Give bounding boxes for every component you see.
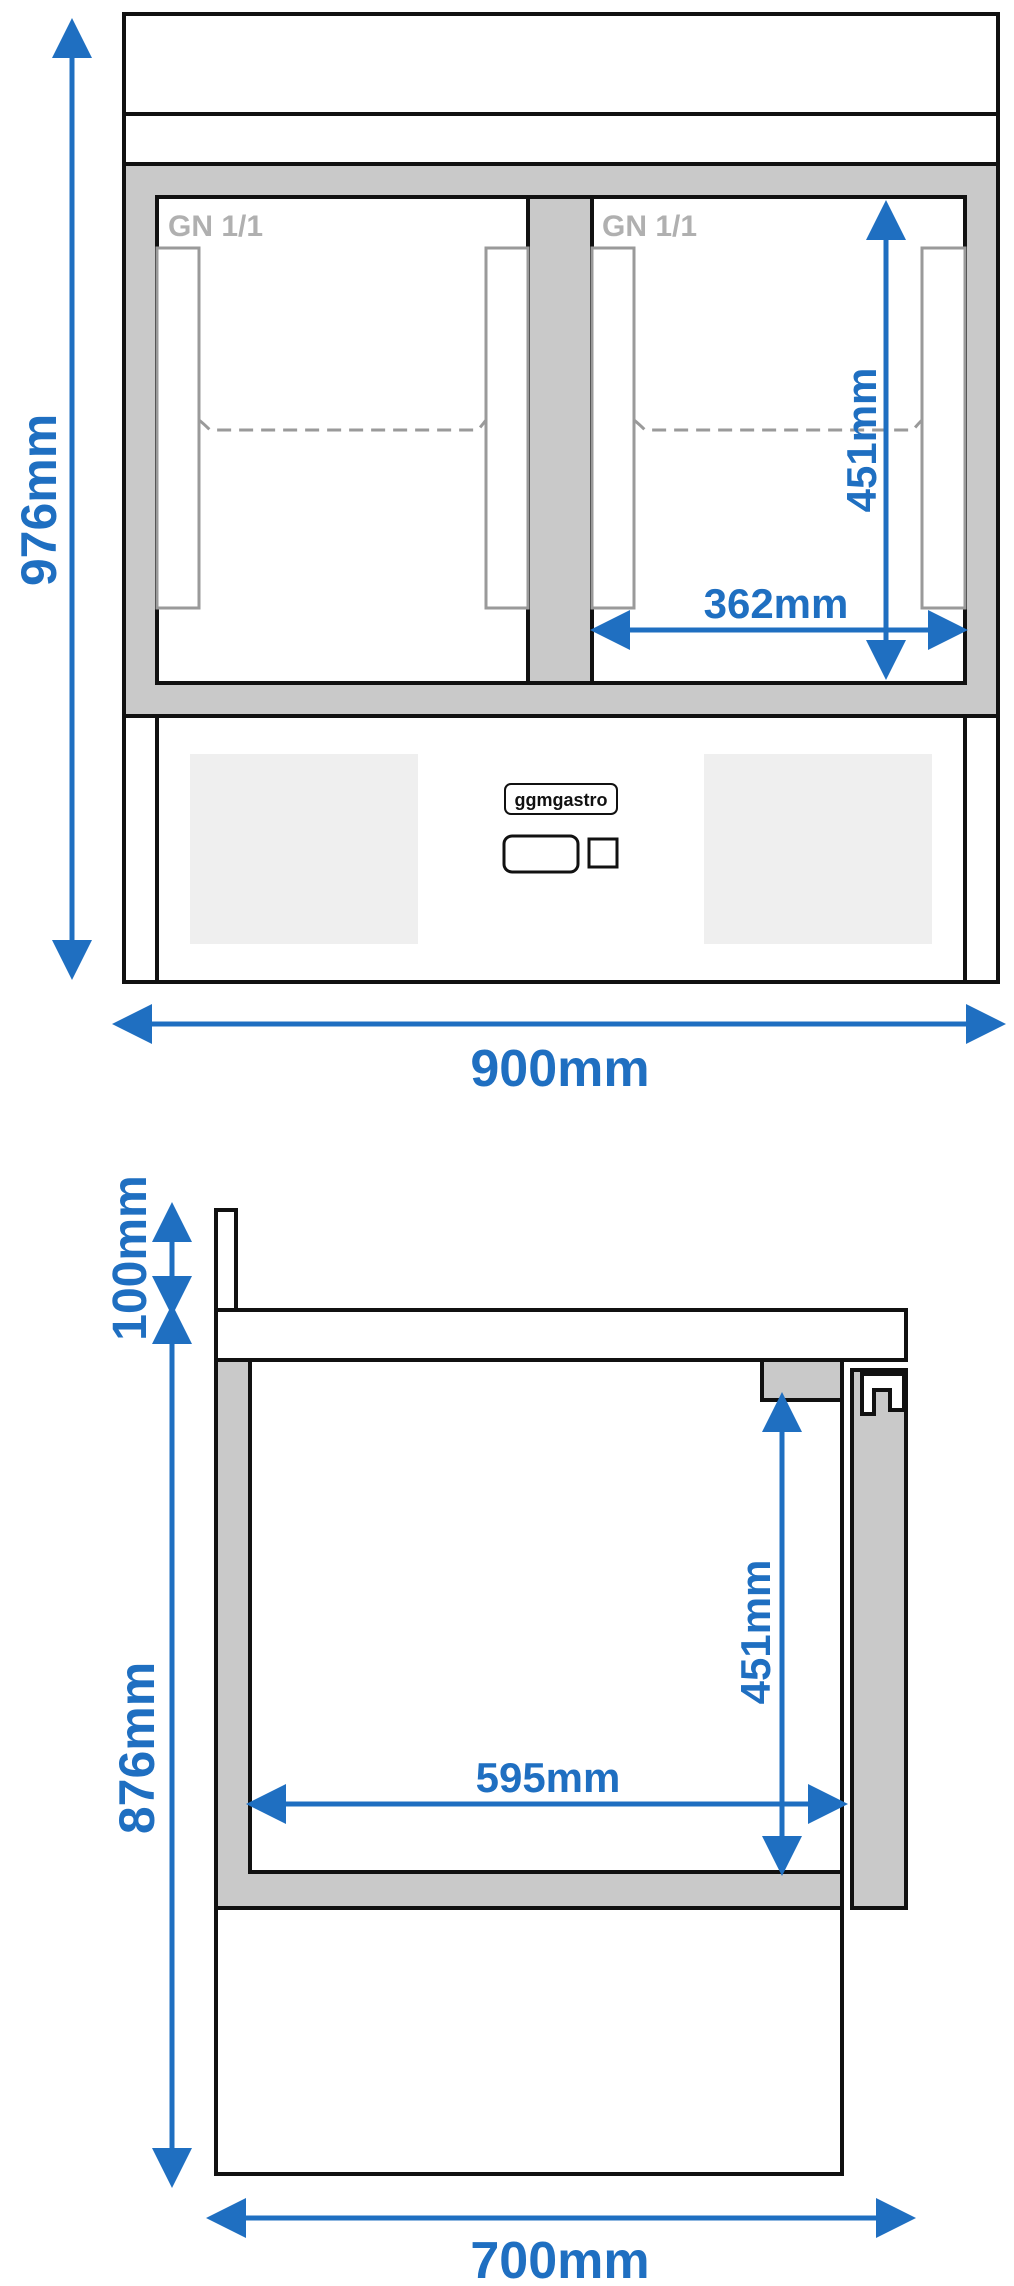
dim-label-side-depth: 700mm <box>470 2232 649 2286</box>
dim-label-front-height: 976mm <box>11 414 67 586</box>
dim-label-side-body-height: 876mm <box>109 1662 165 1834</box>
dim-label-front-inner-height: 451mm <box>838 368 885 513</box>
side-base <box>214 1906 844 2176</box>
dim-label-front-inner-width: 362mm <box>704 580 849 627</box>
rail-left-1 <box>155 246 201 610</box>
base-panel-left <box>190 754 418 944</box>
control-button <box>587 837 619 869</box>
gn-label-left: GN 1/1 <box>168 210 263 243</box>
front-view: GN 1/1 GN 1/1 ggmgastro 976mm 900mm 451m… <box>11 12 1006 1098</box>
shelf-right <box>633 418 924 432</box>
control-display <box>502 834 580 874</box>
dim-label-front-width: 900mm <box>470 1040 649 1098</box>
front-center-mullion <box>526 195 594 685</box>
dim-label-side-inner-depth: 595mm <box>476 1754 621 1801</box>
gn-label-right: GN 1/1 <box>602 210 697 243</box>
shelf-left <box>198 418 488 432</box>
side-view: 100mm 876mm 451mm 595mm 700mm <box>104 1175 916 2286</box>
side-door <box>850 1368 908 1910</box>
dim-label-side-upstand: 100mm <box>104 1175 157 1340</box>
brand-logo-box <box>504 783 618 815</box>
brand-logo: ggmgastro <box>514 790 607 810</box>
side-upstand <box>214 1208 238 1312</box>
base-panel-right <box>704 754 932 944</box>
side-door-handle <box>860 1372 906 1416</box>
rail-right-1 <box>590 246 636 610</box>
rail-left-2 <box>484 246 530 610</box>
side-worktop <box>214 1308 908 1362</box>
side-rear-block <box>760 1358 844 1402</box>
dim-label-side-inner-height: 451mm <box>732 1560 779 1705</box>
rail-right-2 <box>920 246 967 610</box>
front-worktop <box>122 12 1000 116</box>
front-top-strip <box>122 112 1000 166</box>
